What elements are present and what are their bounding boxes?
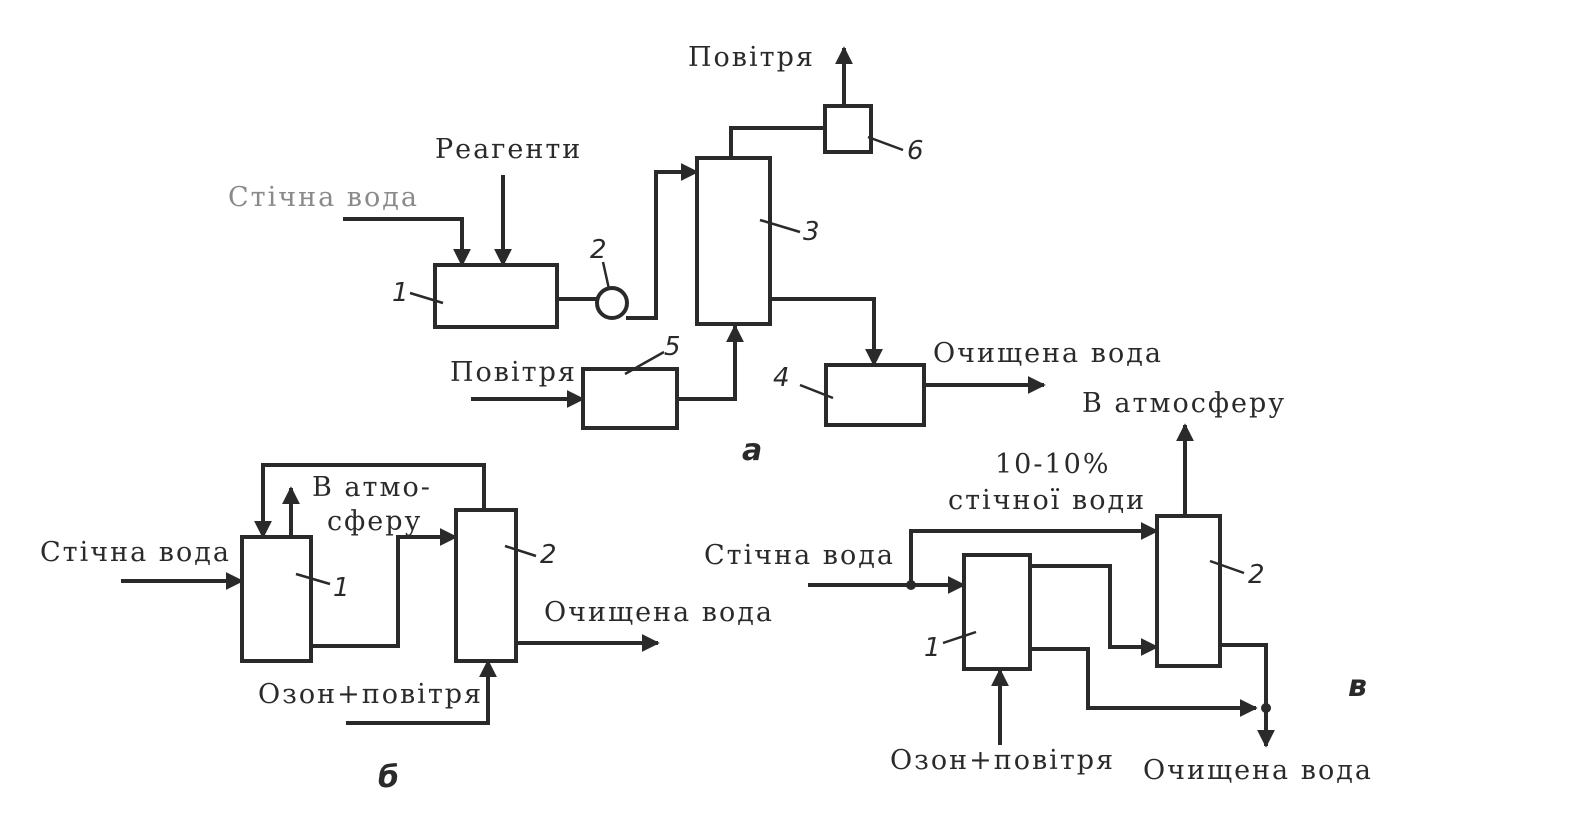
air-out-label-a: Повітря <box>688 42 815 73</box>
clean-water-label-a: Очищена вода <box>933 338 1163 369</box>
reactor-to-column-line-c <box>1030 564 1159 656</box>
number-3-a: 3 <box>803 217 820 247</box>
leader-6-a <box>867 135 904 152</box>
column-to-unit6-line-a <box>729 126 825 158</box>
wastewater-label-b: Стічна вода <box>40 537 231 568</box>
leader-2-c <box>1209 559 1245 575</box>
number-2-a: 2 <box>590 235 607 265</box>
ozone-air-label-b: Озон+повітря <box>258 679 483 710</box>
number-2-b: 2 <box>540 540 557 570</box>
column-2-b <box>454 508 518 663</box>
number-6-a: 6 <box>907 136 924 166</box>
reactor-to-outlet-line-c <box>1030 647 1258 717</box>
scheme-a-letter: а <box>742 433 762 468</box>
number-4-a: 4 <box>773 363 790 393</box>
ozone-air-label-c: Озон+повітря <box>890 745 1115 776</box>
scheme-b-letter: б <box>378 760 399 795</box>
ozone-air-line-b <box>346 659 497 725</box>
leader-1-a <box>409 291 444 305</box>
unit-6-a <box>823 104 873 154</box>
scheme-b: Стічна вода В атмо- сферу Очищена вода О… <box>40 463 774 795</box>
wastewater-label-c: Стічна вода <box>704 540 895 571</box>
reagents-label-a: Реагенти <box>435 134 582 165</box>
atmosphere-label-c: В атмосферу <box>1082 388 1286 419</box>
column-2-c <box>1155 514 1222 668</box>
reactor-1-c <box>962 553 1032 671</box>
scheme-c-letter: в <box>1348 669 1367 704</box>
wastewater-line-a <box>343 217 471 267</box>
number-1-c: 1 <box>924 633 941 663</box>
number-5-a: 5 <box>664 332 681 362</box>
leader-4-a <box>799 383 834 400</box>
bypass-line-c <box>909 522 1159 585</box>
column-3-a <box>695 156 772 326</box>
junction-dot-outlet-c <box>1261 703 1271 713</box>
pump-to-column-line-a <box>626 163 699 320</box>
scheme-c: В атмосферу 10-10% стічної води Стічна в… <box>704 388 1373 786</box>
column-to-outlet-line-c <box>1220 643 1275 748</box>
number-1-a: 1 <box>392 278 409 308</box>
leader-5-a <box>624 350 665 376</box>
tank-1-a <box>433 263 559 329</box>
clean-water-label-b: Очищена вода <box>544 597 774 628</box>
leader-1-c <box>942 630 977 645</box>
tank-4-a <box>824 363 926 427</box>
number-2-c: 2 <box>1248 560 1265 590</box>
recycle-line-b <box>254 463 486 539</box>
fraction-label-line2-c: стічної води <box>948 485 1146 516</box>
junction-dot-inlet-c <box>906 580 916 590</box>
unit-5-a <box>581 367 679 430</box>
column-to-tank4-line-a <box>770 297 883 367</box>
leader-1-b <box>295 572 331 586</box>
air-in-label-a: Повітря <box>450 357 577 388</box>
pump-2-a <box>595 286 629 320</box>
reactor-to-column-line-b <box>311 528 458 648</box>
fraction-label-line1-c: 10-10% <box>995 449 1111 480</box>
unit5-to-column-line-a <box>677 324 744 401</box>
leader-2-b <box>504 544 537 558</box>
number-1-b: 1 <box>333 573 350 603</box>
atmosphere-label-line1-b: В атмо- <box>312 472 432 503</box>
clean-water-label-c: Очищена вода <box>1143 755 1373 786</box>
wastewater-label-a: Стічна вода <box>228 182 419 213</box>
scheme-a: Стічна вода Реагенти Повітря Повітря Очи… <box>228 42 1163 468</box>
leader-2-a <box>601 261 611 290</box>
reactor-1-b <box>240 535 313 663</box>
leader-3-a <box>759 218 801 234</box>
atmosphere-label-line2-b: сферу <box>327 506 422 537</box>
